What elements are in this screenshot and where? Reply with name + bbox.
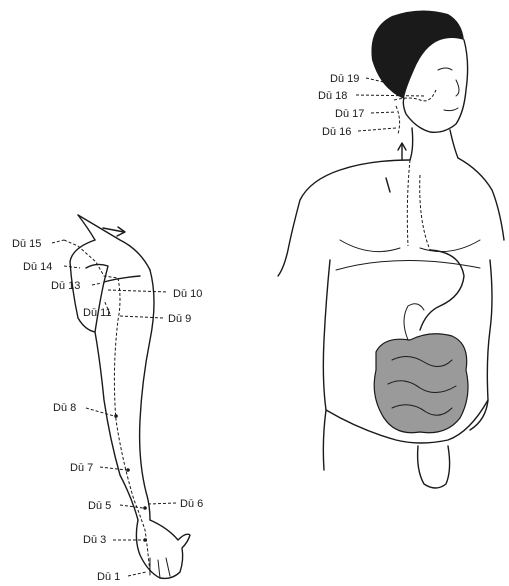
label-du19: Dū 19 [330, 73, 359, 85]
label-du18: Dū 18 [318, 90, 347, 102]
label-du15: Dū 15 [12, 238, 41, 250]
torso-figure [278, 10, 504, 488]
label-du13: Dū 13 [51, 280, 80, 292]
label-du16: Dū 16 [322, 126, 351, 138]
arm-figure [52, 215, 190, 578]
label-du3: Dū 3 [83, 534, 106, 546]
label-du11: Dū 11 [83, 307, 112, 319]
label-du7: Dū 7 [70, 462, 93, 474]
label-du14: Dū 14 [23, 261, 52, 273]
label-du5: Dū 5 [88, 500, 111, 512]
label-du8: Dū 8 [53, 402, 76, 414]
label-du17: Dū 17 [335, 108, 364, 120]
label-du10: Dū 10 [173, 288, 202, 300]
label-du9: Dū 9 [168, 313, 191, 325]
label-du6: Dū 6 [180, 498, 203, 510]
label-du1: Dū 1 [97, 571, 120, 583]
